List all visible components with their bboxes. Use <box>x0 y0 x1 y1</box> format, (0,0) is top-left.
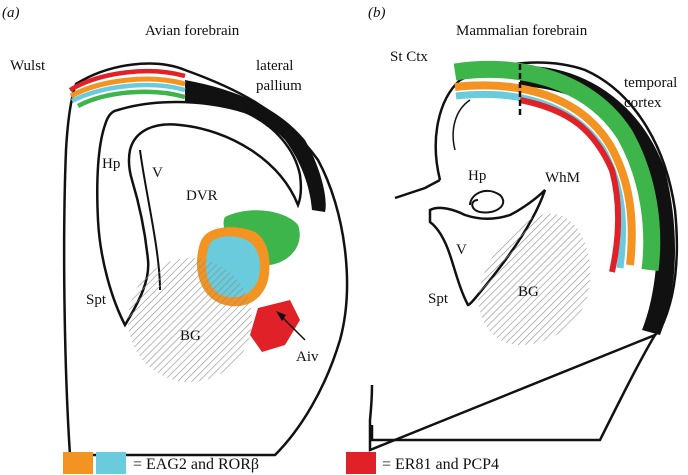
label-spt: Spt <box>86 292 107 308</box>
label-dvr: DVR <box>186 188 218 204</box>
label-lateral-pallium-line2: pallium <box>256 78 302 94</box>
panel-a-label: (a) <box>2 5 20 21</box>
avian-ventricle-outline <box>96 100 303 328</box>
label-v-mammal: V <box>456 242 467 258</box>
label-temporal-cortex-line2: cortex <box>624 95 662 111</box>
legend-swatch-red <box>346 452 376 474</box>
aiv-arrow-head <box>276 311 286 321</box>
panel-a-avian-forebrain: (a) Avian forebrain Wulst lateral palliu… <box>2 5 349 457</box>
label-bg-mammal: BG <box>518 284 539 300</box>
legend-swatch-cyan <box>96 452 126 474</box>
label-whm: WhM <box>545 170 580 186</box>
mammal-basal-ganglia <box>478 213 591 345</box>
avian-basal-ganglia <box>128 258 252 382</box>
wulst-green-stripe <box>76 89 186 108</box>
avian-lateral-pallium-band <box>185 80 326 212</box>
wulst-red-stripe <box>68 68 186 92</box>
legend-text-er81-pcp4: = ER81 and PCP4 <box>382 456 499 473</box>
mammal-orange-stripe <box>454 81 636 266</box>
panel-b-title: Mammalian forebrain <box>456 23 588 39</box>
label-v: V <box>152 165 163 181</box>
mammal-hippocampus-swirl <box>469 189 505 214</box>
label-bg: BG <box>180 328 201 344</box>
aiv-arrow-line <box>279 314 306 341</box>
label-temporal-cortex-line1: temporal <box>624 75 677 91</box>
label-st-ctx: St Ctx <box>390 49 428 65</box>
label-wulst: Wulst <box>10 58 46 74</box>
legend-item-er81-pcp4: = ER81 and PCP4 <box>346 452 499 474</box>
wulst-cyan-stripe <box>70 82 186 103</box>
panel-a-title: Avian forebrain <box>145 23 240 39</box>
legend-swatch-orange <box>63 452 93 474</box>
panel-b-label: (b) <box>368 5 386 21</box>
label-hp: Hp <box>102 156 120 172</box>
legend-item-eag2-rorb: = EAG2 and RORβ <box>63 452 259 474</box>
wulst-orange-stripe <box>69 76 186 99</box>
mammal-red-stripe <box>519 97 621 273</box>
mammal-outer-black-band <box>520 65 676 335</box>
mammal-outer-bottom <box>370 334 657 442</box>
mammal-outer-outline <box>368 61 679 452</box>
panel-b-mammalian-forebrain: (b) Mammalian forebrain St Ctx temporal … <box>368 5 679 452</box>
label-lateral-pallium-line1: lateral <box>256 58 293 74</box>
label-aiv: Aiv <box>296 349 319 365</box>
mammal-green-stripe <box>453 60 661 272</box>
mammal-hippocampus-curve <box>452 99 471 151</box>
legend: = EAG2 and RORβ = ER81 and PCP4 <box>63 452 499 474</box>
avian-aiv-red-region <box>250 300 300 352</box>
label-spt-mammal: Spt <box>428 291 449 307</box>
legend-text-eag2-rorb: = EAG2 and RORβ <box>133 456 259 473</box>
label-hp-mammal: Hp <box>468 168 486 184</box>
